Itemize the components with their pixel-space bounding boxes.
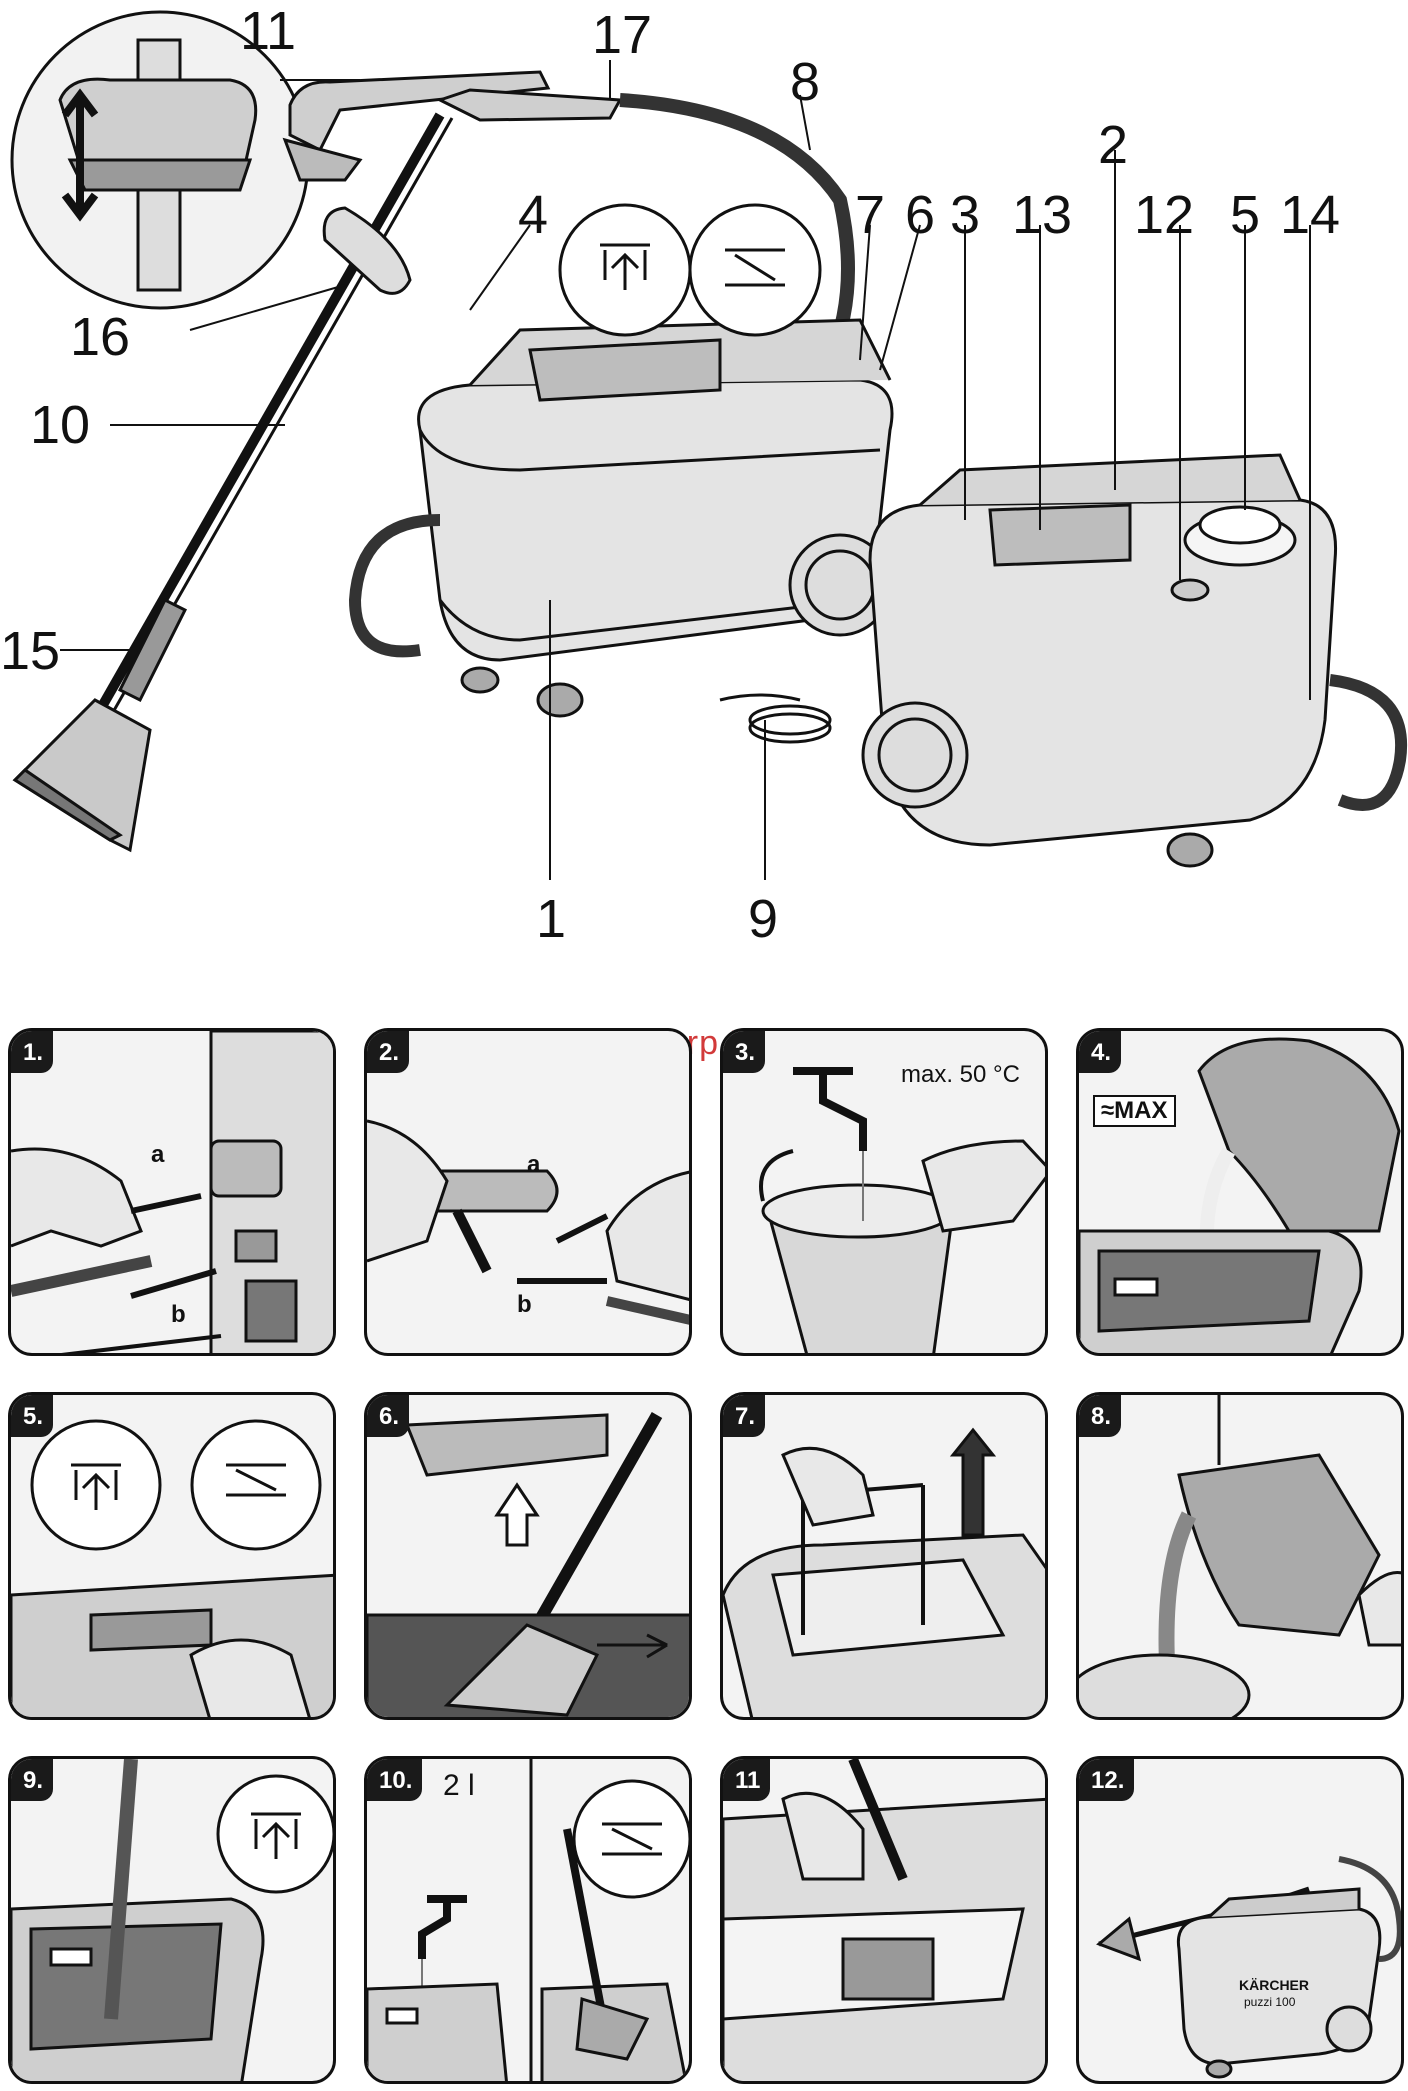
step-9-illustration [11, 1759, 333, 2081]
step-number: 12. [1079, 1759, 1135, 1801]
brand-label: KÄRCHER [1239, 1977, 1309, 1993]
callout-14: 14 [1280, 185, 1341, 245]
step-number: 9. [11, 1759, 54, 1801]
step-panel-1: 1. a b [8, 1028, 336, 1356]
overview-illustration: 11 17 8 4 7 6 3 13 2 12 5 14 16 10 15 1 … [0, 0, 1408, 960]
callout-10: 10 [30, 395, 91, 455]
callout-16: 16 [70, 307, 131, 367]
step-number: 6. [367, 1395, 410, 1437]
step-number: 7. [723, 1395, 766, 1437]
label-b: b [171, 1301, 186, 1328]
callout-12: 12 [1134, 185, 1195, 245]
step-number: 2. [367, 1031, 410, 1073]
label-a: a [151, 1141, 165, 1168]
step-3-illustration [759, 1067, 1045, 1353]
step-panel-10: 10. 2 l [364, 1756, 692, 2084]
step-12-illustration [1096, 1856, 1401, 2079]
callout-15: 15 [0, 621, 61, 681]
label-a: a [527, 1151, 541, 1178]
callout-5: 5 [1230, 185, 1261, 245]
max-level-label: ≈MAX [1093, 1095, 1176, 1127]
step-6-illustration [367, 1412, 689, 1717]
step-panel-11: 11 [720, 1756, 1048, 2084]
callout-9: 9 [748, 889, 779, 949]
step-number: 3. [723, 1031, 766, 1073]
step-number: 11 [723, 1759, 771, 1801]
step-2-illustration [367, 1119, 689, 1325]
water-amount-note: 2 l [443, 1769, 475, 1802]
step-number: 5. [11, 1395, 54, 1437]
callout-7: 7 [855, 185, 886, 245]
step-1-illustration [11, 1031, 333, 1353]
step-panel-5: 5. [8, 1392, 336, 1720]
callout-2: 2 [1098, 115, 1129, 175]
step-panel-3: 3. max. 50 °C [720, 1028, 1048, 1356]
step-panel-6: 6. [364, 1392, 692, 1720]
step-number: 10. [367, 1759, 423, 1801]
callout-3: 3 [950, 185, 981, 245]
callout-11: 11 [240, 1, 297, 61]
device-drawing [10, 10, 1408, 880]
step-11-illustration [723, 1759, 1045, 2081]
step-panel-8: 8. [1076, 1392, 1404, 1720]
callout-6: 6 [905, 185, 936, 245]
model-label: puzzi 100 [1244, 1995, 1296, 2009]
step-7-illustration [723, 1427, 1045, 1717]
step-panel-9: 9. [8, 1756, 336, 2084]
label-b: b [517, 1291, 532, 1318]
step-4-illustration [1079, 1037, 1401, 1353]
step-panel-7: 7. [720, 1392, 1048, 1720]
callout-17: 17 [592, 5, 653, 65]
callout-8: 8 [790, 52, 821, 112]
max-temperature-note: max. 50 °C [901, 1061, 1020, 1088]
step-10-illustration [367, 1759, 689, 2081]
step-panel-4: 4. ≈MAX [1076, 1028, 1404, 1356]
step-number: 1. [11, 1031, 54, 1073]
step-panel-2: 2. a b [364, 1028, 692, 1356]
callout-13: 13 [1012, 185, 1073, 245]
step-panel-12: 12. KÄRCHER puzzi 100 [1076, 1756, 1404, 2084]
callout-4: 4 [518, 185, 549, 245]
step-5-illustration [11, 1419, 333, 1717]
step-number: 4. [1079, 1031, 1122, 1073]
step-number: 8. [1079, 1395, 1122, 1437]
step-8-illustration [1079, 1395, 1401, 1717]
callout-1: 1 [536, 889, 567, 949]
